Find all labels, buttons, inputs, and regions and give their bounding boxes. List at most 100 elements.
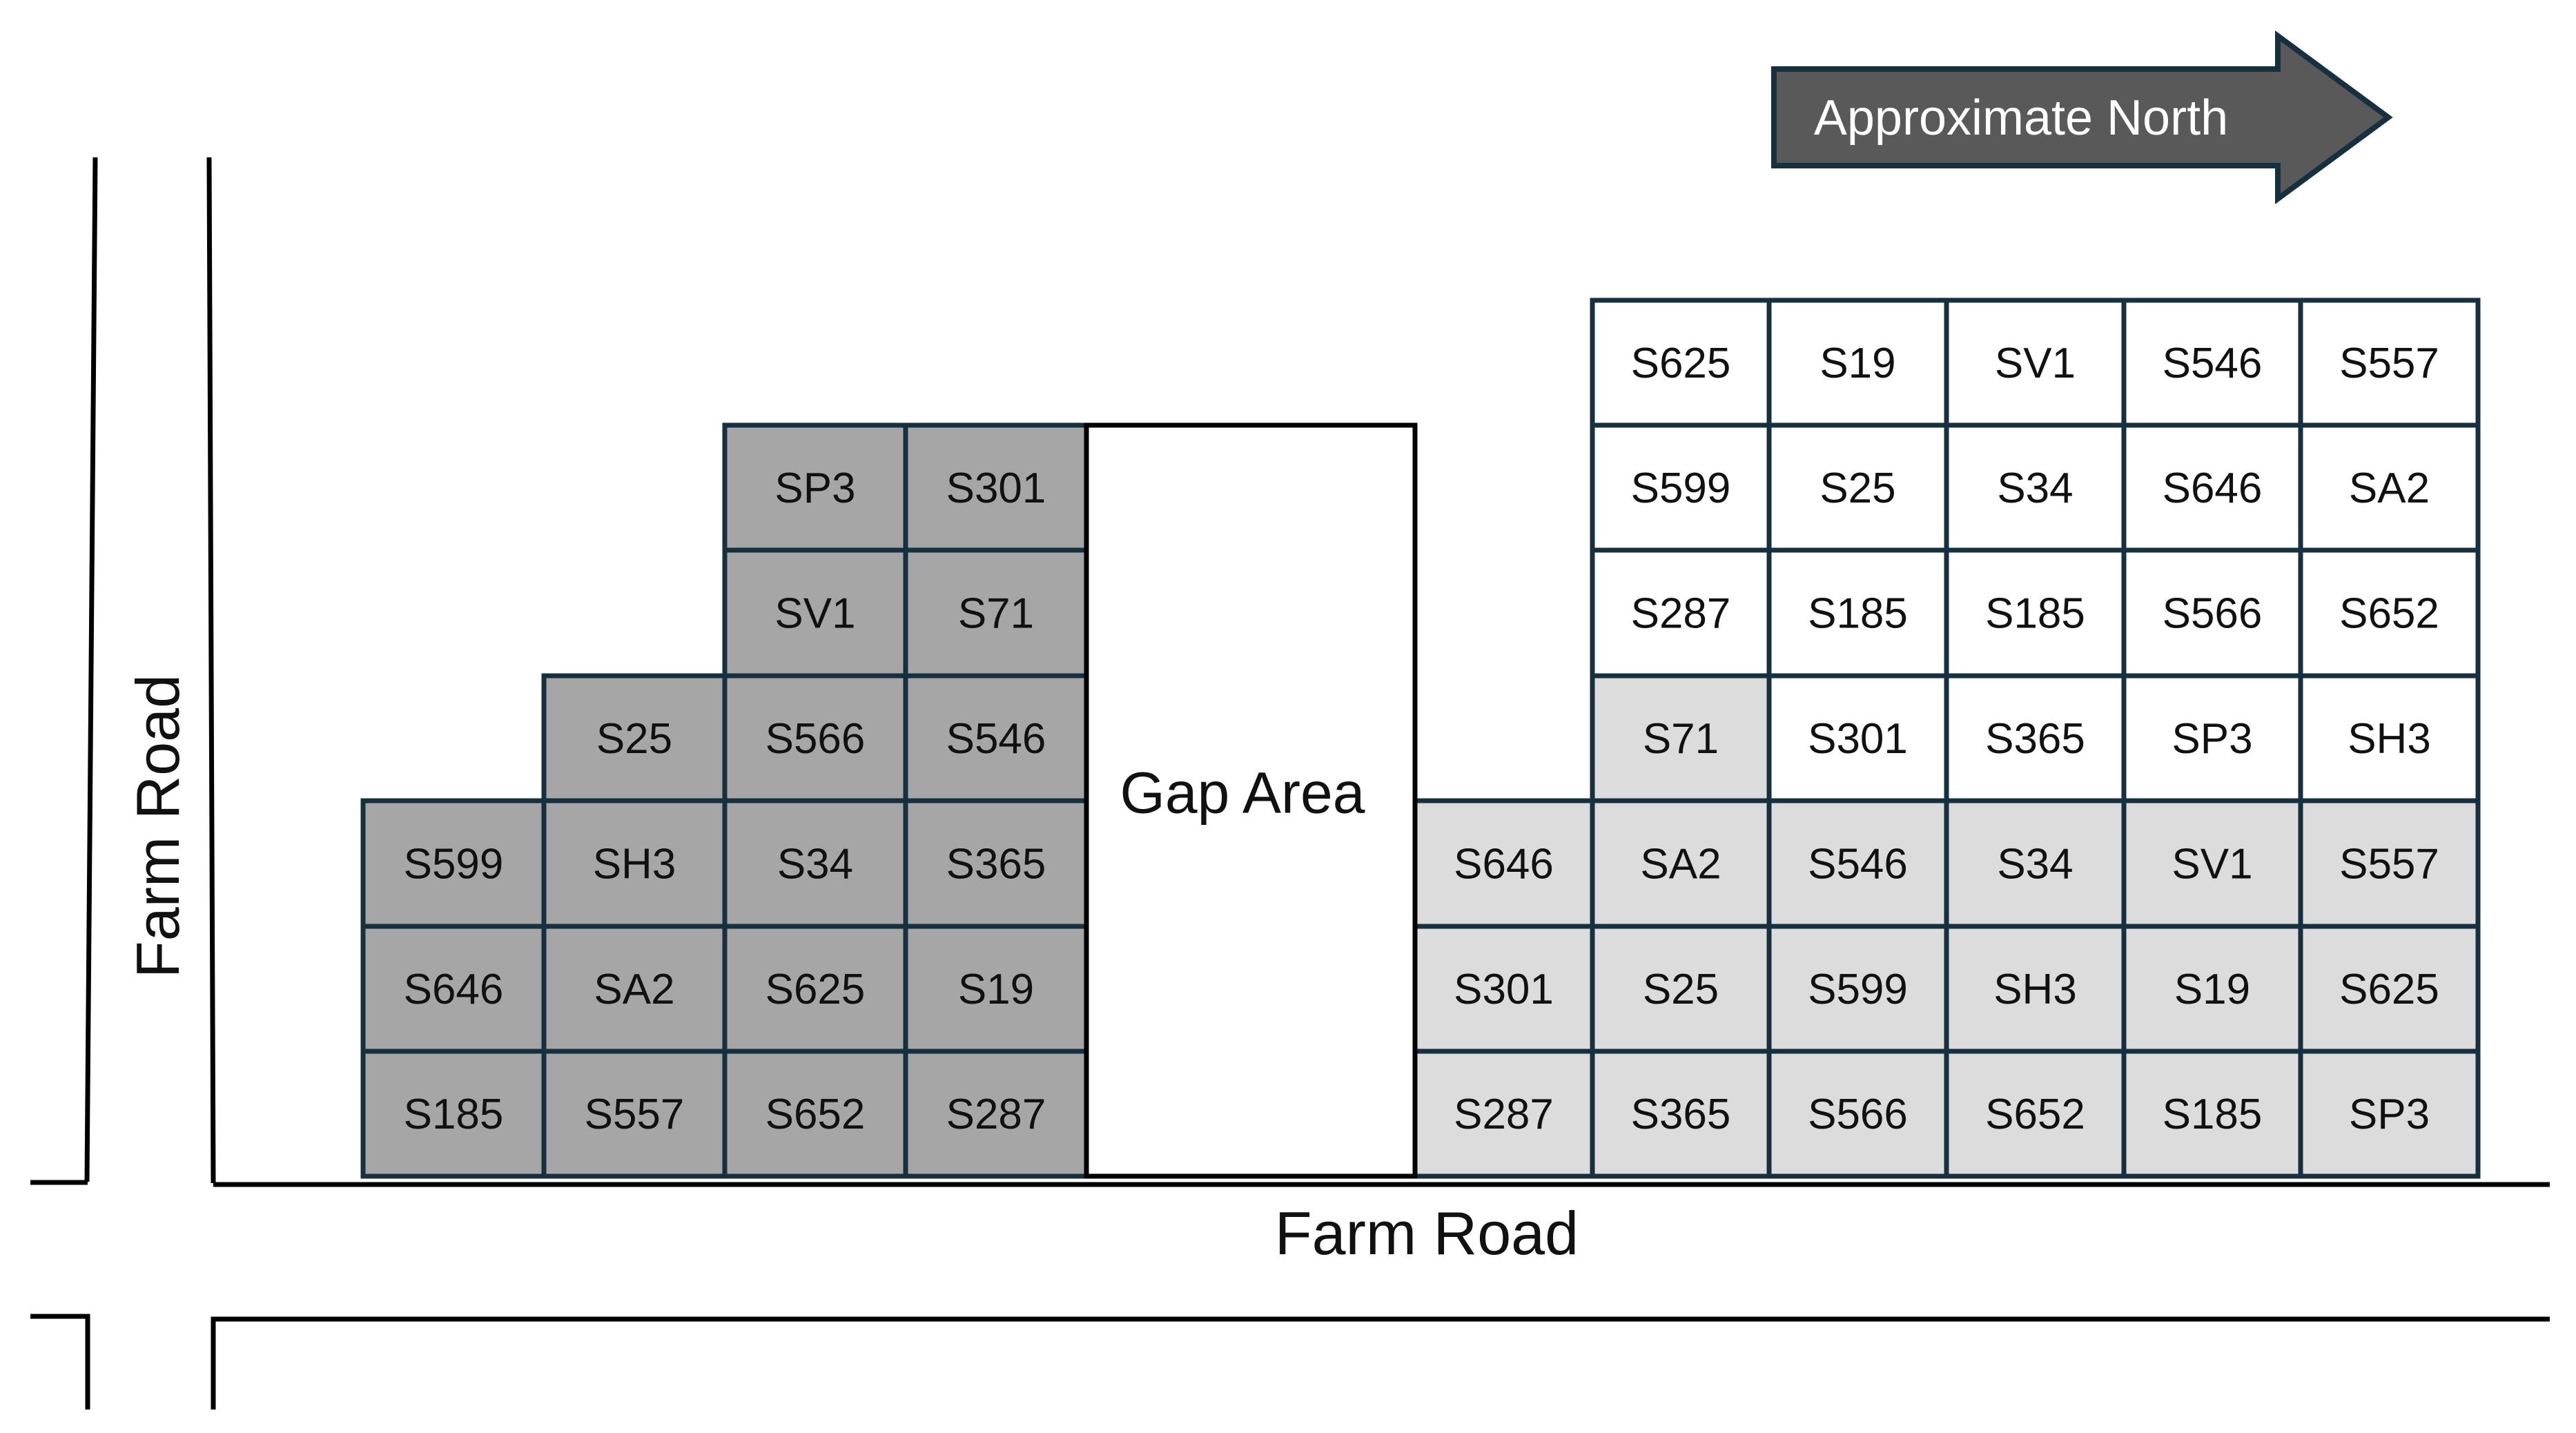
map-cell-label: S625 (765, 966, 866, 1013)
map-cell-label: S301 (1454, 966, 1554, 1013)
map-cell-label: S625 (1631, 340, 1731, 387)
map-cell (722, 422, 908, 553)
map-cell (541, 798, 728, 929)
map-cell (360, 1049, 547, 1179)
map-cell-label: SH3 (1993, 966, 2077, 1013)
map-cell-label: S185 (2163, 1091, 2263, 1138)
map-cell (2298, 1049, 2481, 1179)
map-cell (2298, 673, 2481, 803)
map-cell (1412, 1049, 1595, 1179)
map-cell-label: SV1 (774, 590, 855, 638)
bottom-road-bottom-line (211, 1316, 2550, 1410)
map-cell-label: S19 (1819, 340, 1895, 387)
map-cell-label: S652 (1985, 1091, 2085, 1138)
map-cell (1944, 298, 2127, 428)
map-cell-label: S287 (1631, 590, 1731, 638)
map-cell-label: SH3 (2348, 715, 2431, 763)
map-cell-label: S625 (2339, 966, 2439, 1013)
map-cell (722, 798, 908, 929)
map-cell (2298, 547, 2481, 679)
map-cell (903, 673, 1089, 803)
map-cell-label: S301 (946, 465, 1046, 512)
map-cell-label: S365 (946, 841, 1046, 888)
gap-area-label: Gap Area (1120, 760, 1365, 825)
map-cell-label: SP3 (774, 465, 855, 512)
map-cell-label: S25 (596, 715, 672, 763)
map-cell-label: S19 (2174, 966, 2250, 1013)
north-arrow: Approximate North (1771, 30, 2393, 204)
map-cell-label: S185 (1808, 590, 1908, 638)
map-cell-label: S566 (1808, 1091, 1908, 1138)
map-cell-label: S25 (1643, 966, 1719, 1013)
map-cell-label: S25 (1819, 465, 1895, 512)
north-arrow-shape (1771, 30, 2393, 204)
left-road-inner-line (206, 157, 216, 1184)
map-cell-label: S71 (1643, 715, 1719, 763)
map-cell-label: S557 (2339, 340, 2439, 387)
map-cell (1944, 673, 2127, 803)
map-cell (1766, 422, 1949, 553)
map-cell-label: S566 (2163, 590, 2263, 638)
map-cell-label: S646 (2163, 465, 2263, 512)
map-cell-label: S599 (404, 841, 504, 888)
map-cell (1412, 924, 1595, 1054)
map-cell-label: S599 (1631, 465, 1731, 512)
map-cell-label: S34 (1997, 465, 2073, 512)
map-cell-label: S287 (946, 1091, 1046, 1138)
map-cell-label: S546 (946, 715, 1046, 763)
map-cell (1944, 1049, 2127, 1179)
map-cell-label: S365 (1985, 715, 2085, 763)
map-cell-label: S546 (1808, 841, 1908, 888)
map-cell (1590, 673, 1772, 803)
map-cell-label: S557 (2339, 841, 2439, 888)
map-cell (903, 422, 1089, 553)
map-cell-label: S34 (777, 841, 853, 888)
gap-area: Gap Area (1084, 422, 1418, 1179)
map-cell (1944, 547, 2127, 679)
map-cell-label: S301 (1808, 715, 1908, 763)
gap-area-box (1084, 422, 1418, 1179)
map-cell-label: SA2 (1640, 841, 1721, 888)
map-cell (541, 1049, 728, 1179)
map-cell-label: S19 (958, 966, 1034, 1013)
farm-road-bottom-label: Farm Road (1275, 1199, 1579, 1267)
map-cell-label: SP3 (2349, 1091, 2430, 1138)
map-cell (722, 1049, 908, 1179)
map-cell-label: S566 (765, 715, 866, 763)
map-cell (1944, 422, 2127, 553)
map-cell (1590, 298, 1772, 428)
map-cell-label: S546 (2163, 340, 2263, 387)
north-arrow-label: Approximate North (1814, 90, 2228, 146)
map-cell-label: SP3 (2172, 715, 2252, 763)
map-cell-label: SA2 (594, 966, 674, 1013)
map-cell-label: S646 (1454, 841, 1554, 888)
map-cell-label: SV1 (2172, 841, 2252, 888)
map-cell-label: SH3 (593, 841, 676, 888)
left-road-outer-line (84, 157, 98, 1182)
map-cell (2121, 673, 2303, 803)
bottom-road-bottom-stub (30, 1314, 90, 1410)
map-cell-label: S652 (2339, 590, 2439, 638)
map-cell-label: S287 (1454, 1091, 1554, 1138)
map-cell (1766, 798, 1949, 929)
map-cell-label: S71 (958, 590, 1034, 638)
map-cell-label: S185 (1985, 590, 2085, 638)
map-cell-label: S652 (765, 1091, 866, 1138)
map-cell-label: S599 (1808, 966, 1908, 1013)
map-cell-label: S646 (404, 966, 504, 1013)
farm-road-left-label: Farm Road (124, 674, 192, 978)
map-cell-label: S557 (585, 1091, 685, 1138)
map-cell-label: SA2 (2349, 465, 2430, 512)
map-cell (2298, 798, 2481, 929)
map-cell-label: S185 (404, 1091, 504, 1138)
roads: Farm Road Farm Road (30, 157, 2550, 1410)
map-cell (1766, 1049, 1949, 1179)
map-cell (2121, 547, 2303, 679)
map-cell-label: SV1 (1995, 340, 2076, 387)
map-cell-label: S365 (1631, 1091, 1731, 1138)
map-cell (903, 547, 1089, 679)
